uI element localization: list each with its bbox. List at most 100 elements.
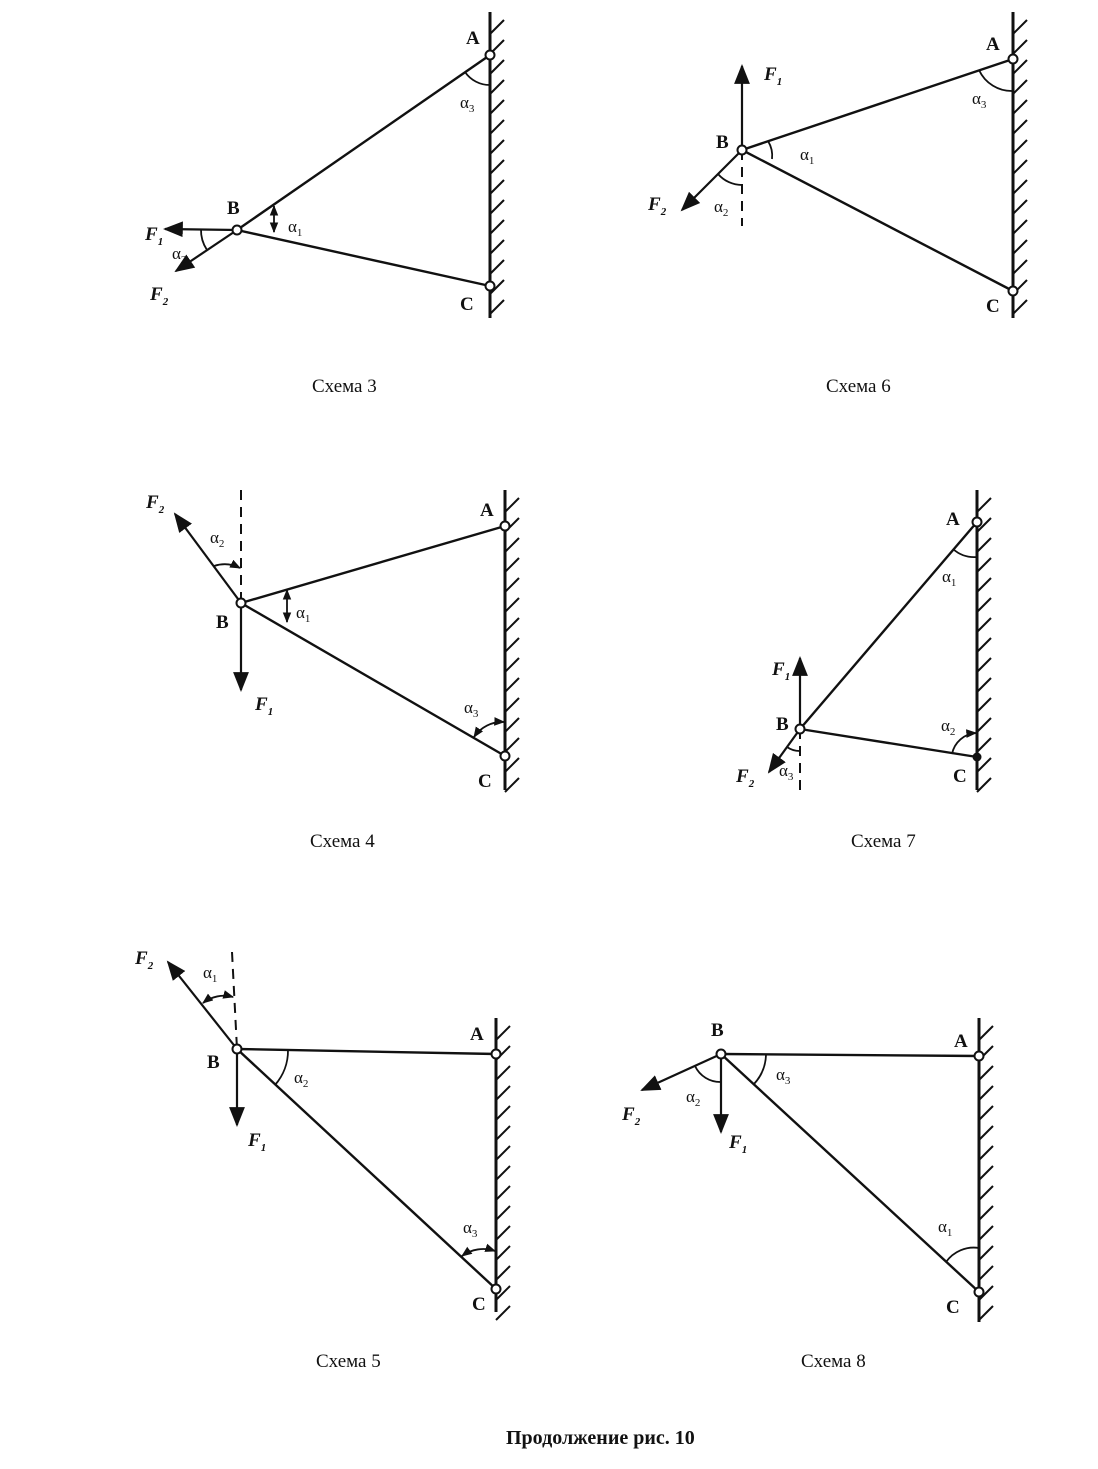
angle-a2-label: α2 — [686, 1087, 700, 1109]
hatch-line — [489, 219, 505, 235]
hatch-line — [504, 577, 520, 593]
hatch-line — [504, 597, 520, 613]
scheme-8: A B C F2 F1 α2 α3 α1 Схема 8 — [621, 1018, 994, 1372]
hatch-line — [1012, 119, 1028, 135]
hatch-line — [504, 537, 520, 553]
hatch-line — [1012, 299, 1028, 315]
hatch-line — [495, 1225, 511, 1241]
hatch-line — [978, 1105, 994, 1121]
angle-arc-a3 — [753, 1054, 767, 1085]
point-a-label: A — [480, 500, 494, 521]
wall-hatching — [504, 497, 520, 793]
hatch-line — [976, 637, 992, 653]
wall — [503, 490, 520, 793]
hatch-line — [1012, 179, 1028, 195]
angle-a1-label: α1 — [938, 1217, 952, 1239]
hatch-line — [495, 1085, 511, 1101]
hatch-line — [978, 1265, 994, 1281]
hatch-line — [489, 119, 505, 135]
wall-hatching — [495, 1025, 511, 1321]
hatch-line — [976, 657, 992, 673]
scheme-caption: Схема 6 — [826, 376, 891, 397]
rod-bc — [240, 601, 506, 758]
hatch-line — [504, 677, 520, 693]
angle-arc-a1 — [767, 140, 774, 160]
point-b-label: B — [227, 198, 240, 219]
hinge-a — [490, 1048, 502, 1060]
angle-a1-label: α1 — [800, 145, 814, 167]
hatch-line — [978, 1085, 994, 1101]
hatch-line — [978, 1305, 994, 1321]
hatch-line — [976, 677, 992, 693]
force-f2-arrow — [767, 728, 801, 774]
hatch-line — [504, 617, 520, 633]
point-a-label: A — [466, 28, 480, 49]
hatch-line — [495, 1025, 511, 1041]
hatch-line — [978, 1225, 994, 1241]
angle-a2-label: α2 — [294, 1068, 308, 1090]
wall — [494, 1018, 511, 1321]
angle-a3-label: α3 — [464, 698, 479, 720]
point-b-label: B — [216, 612, 229, 633]
angle-arc-a1 — [945, 1246, 980, 1263]
rod-ab — [741, 57, 1014, 152]
angle-arc-a3 — [978, 69, 1014, 92]
hatch-line — [495, 1265, 511, 1281]
angle-a2-label: α2 — [172, 244, 186, 266]
wall-hatching — [976, 497, 992, 793]
point-a-label: A — [986, 34, 1000, 55]
hatch-line — [976, 777, 992, 793]
force-f1-label: F1 — [771, 659, 790, 683]
hatch-line — [495, 1305, 511, 1321]
figure-caption: Продолжение рис. 10 — [506, 1427, 695, 1449]
force-f2-arrow — [640, 1052, 722, 1092]
scheme-5: A B C F2 F1 α1 α2 α3 Схема 5 — [134, 948, 511, 1372]
scheme-caption: Схема 7 — [851, 831, 916, 852]
force-f2-arrow — [173, 512, 242, 604]
hatch-line — [489, 59, 505, 75]
point-a-label: A — [946, 509, 960, 530]
force-f2-arrow — [680, 149, 743, 212]
hatch-line — [495, 1245, 511, 1261]
force-f1-label: F1 — [763, 64, 782, 88]
hatch-line — [1012, 159, 1028, 175]
hatch-line — [1012, 99, 1028, 115]
wall — [488, 12, 505, 318]
hatch-line — [489, 179, 505, 195]
wall — [1011, 12, 1028, 318]
scheme-caption: Схема 4 — [310, 831, 375, 852]
force-f2-label: F2 — [621, 1104, 641, 1128]
wall-hatching — [1012, 19, 1028, 315]
hatch-line — [489, 239, 505, 255]
hatch-line — [489, 19, 505, 35]
hatch-line — [1012, 79, 1028, 95]
hatch-line — [489, 79, 505, 95]
point-c-label: C — [478, 771, 492, 792]
hinge-c — [973, 1286, 985, 1298]
hinge-c — [499, 750, 511, 762]
rod-ab — [720, 1052, 980, 1058]
vertical-reference-line — [231, 951, 238, 1050]
hatch-line — [1012, 219, 1028, 235]
angle-a2-label: α2 — [714, 197, 728, 219]
angle-a3-label: α3 — [460, 93, 475, 115]
scheme-4: A B C F2 F1 α1 α2 α3 Схема 4 — [145, 490, 520, 852]
force-f1-label: F1 — [728, 1132, 747, 1156]
angle-a3-label: α3 — [463, 1218, 478, 1240]
rod-bc — [720, 1053, 980, 1293]
hatch-line — [489, 259, 505, 275]
hinge-b — [715, 1048, 727, 1060]
point-c-label: C — [946, 1297, 960, 1318]
hinge-a — [973, 1050, 985, 1062]
rod-bc — [236, 228, 491, 288]
hatch-line — [978, 1285, 994, 1301]
hatch-line — [489, 159, 505, 175]
hinge-b — [736, 144, 748, 156]
rod-ab — [236, 54, 491, 231]
hatch-line — [495, 1285, 511, 1301]
hatch-line — [976, 577, 992, 593]
force-f2-arrow — [174, 229, 238, 273]
hinge-b — [231, 224, 243, 236]
hatch-line — [976, 697, 992, 713]
force-f1-label: F1 — [144, 224, 163, 248]
